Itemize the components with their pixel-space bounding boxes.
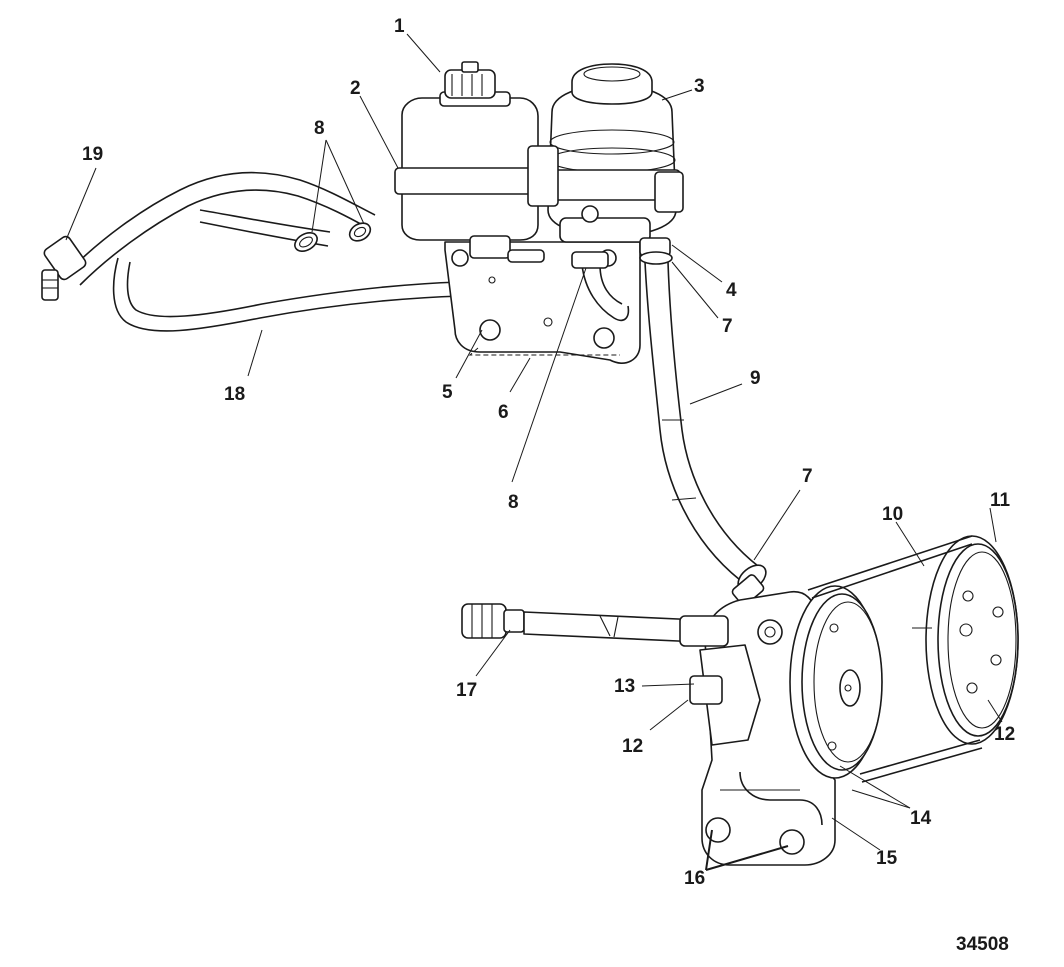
callout-16: 16 [684, 868, 705, 889]
callout-7-upper: 7 [722, 316, 733, 337]
filter-canister [527, 63, 684, 243]
supply-hose [644, 261, 759, 581]
callout-10: 10 [882, 504, 903, 525]
short-hose [571, 251, 630, 322]
leader-lines [65, 33, 1003, 871]
mounting-bracket [444, 241, 641, 364]
callout-9: 9 [750, 368, 761, 389]
callout-8-bracket: 8 [508, 492, 519, 513]
drive-belt [807, 535, 983, 783]
callout-6: 6 [498, 402, 509, 423]
callout-4: 4 [726, 280, 737, 301]
callout-7-lower: 7 [802, 466, 813, 487]
callout-19: 19 [82, 144, 103, 165]
callout-1: 1 [394, 16, 405, 37]
return-hose [69, 171, 463, 332]
hose-clamps-8 [294, 222, 372, 252]
callout-13: 13 [614, 676, 635, 697]
callout-12-left: 12 [622, 736, 643, 757]
callout-14: 14 [910, 808, 932, 829]
callout-5: 5 [442, 382, 453, 403]
drive-pulley [912, 535, 1019, 745]
callout-18: 18 [224, 384, 245, 405]
elbow-fitting [41, 235, 87, 301]
callout-labels: 1 2 3 4 5 6 7 7 8 8 9 10 11 12 12 13 14 … [82, 16, 1015, 889]
reservoir-tank [394, 61, 546, 263]
callout-8-hose-end: 8 [314, 118, 325, 139]
callout-11: 11 [990, 490, 1011, 511]
pump-pulley [789, 585, 883, 779]
callout-15: 15 [876, 848, 898, 869]
bracket-dash-outline [468, 347, 620, 356]
outlet-fitting [639, 237, 673, 265]
callout-17: 17 [456, 680, 477, 701]
figure-id: 34508 [956, 934, 1009, 955]
pressure-line [461, 603, 729, 647]
callout-2: 2 [350, 78, 361, 99]
callout-3: 3 [694, 76, 705, 97]
callout-12-right: 12 [994, 724, 1015, 745]
